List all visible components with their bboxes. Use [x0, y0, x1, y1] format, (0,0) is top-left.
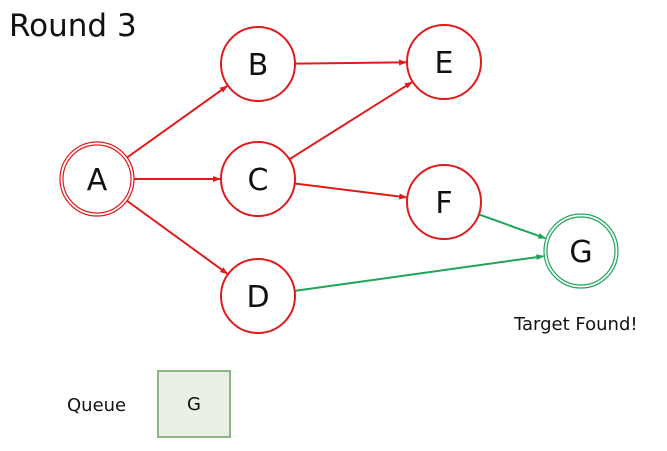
edges-layer — [126, 59, 547, 292]
queue-item: G — [187, 393, 201, 415]
edge-a-d — [126, 199, 229, 275]
edge-b-e — [294, 59, 408, 66]
edge-a-b — [126, 85, 228, 159]
node-circle — [220, 258, 296, 334]
edge-c-f — [294, 182, 408, 200]
node-circle — [543, 213, 619, 289]
node-b: B — [220, 26, 296, 102]
queue-label: Queue — [67, 395, 127, 416]
nodes-layer: A B C D E F G — [59, 24, 619, 334]
node-inner-ring — [62, 144, 132, 214]
node-g: G — [543, 213, 619, 289]
node-circle — [406, 164, 482, 240]
node-label: B — [248, 48, 269, 83]
diagram-title: Round 3 — [9, 8, 137, 44]
node-label: D — [246, 280, 269, 315]
edge-c-e — [288, 81, 413, 161]
node-label: G — [569, 235, 592, 270]
node-f: F — [406, 164, 482, 240]
node-label: F — [435, 186, 452, 221]
node-circle — [220, 26, 296, 102]
edge-f-g — [478, 213, 547, 240]
node-circle — [220, 141, 296, 217]
queue-box: G — [157, 370, 231, 438]
target-found-label: Target Found! — [514, 314, 638, 335]
node-a: A — [59, 141, 135, 217]
node-d: D — [220, 258, 296, 334]
node-inner-ring — [546, 216, 616, 286]
node-c: C — [220, 141, 296, 217]
edge-d-g — [294, 254, 545, 292]
node-label: C — [248, 163, 269, 198]
node-circle — [406, 24, 482, 100]
node-circle — [59, 141, 135, 217]
node-label: E — [435, 46, 454, 81]
node-e: E — [406, 24, 482, 100]
node-label: A — [87, 163, 108, 198]
